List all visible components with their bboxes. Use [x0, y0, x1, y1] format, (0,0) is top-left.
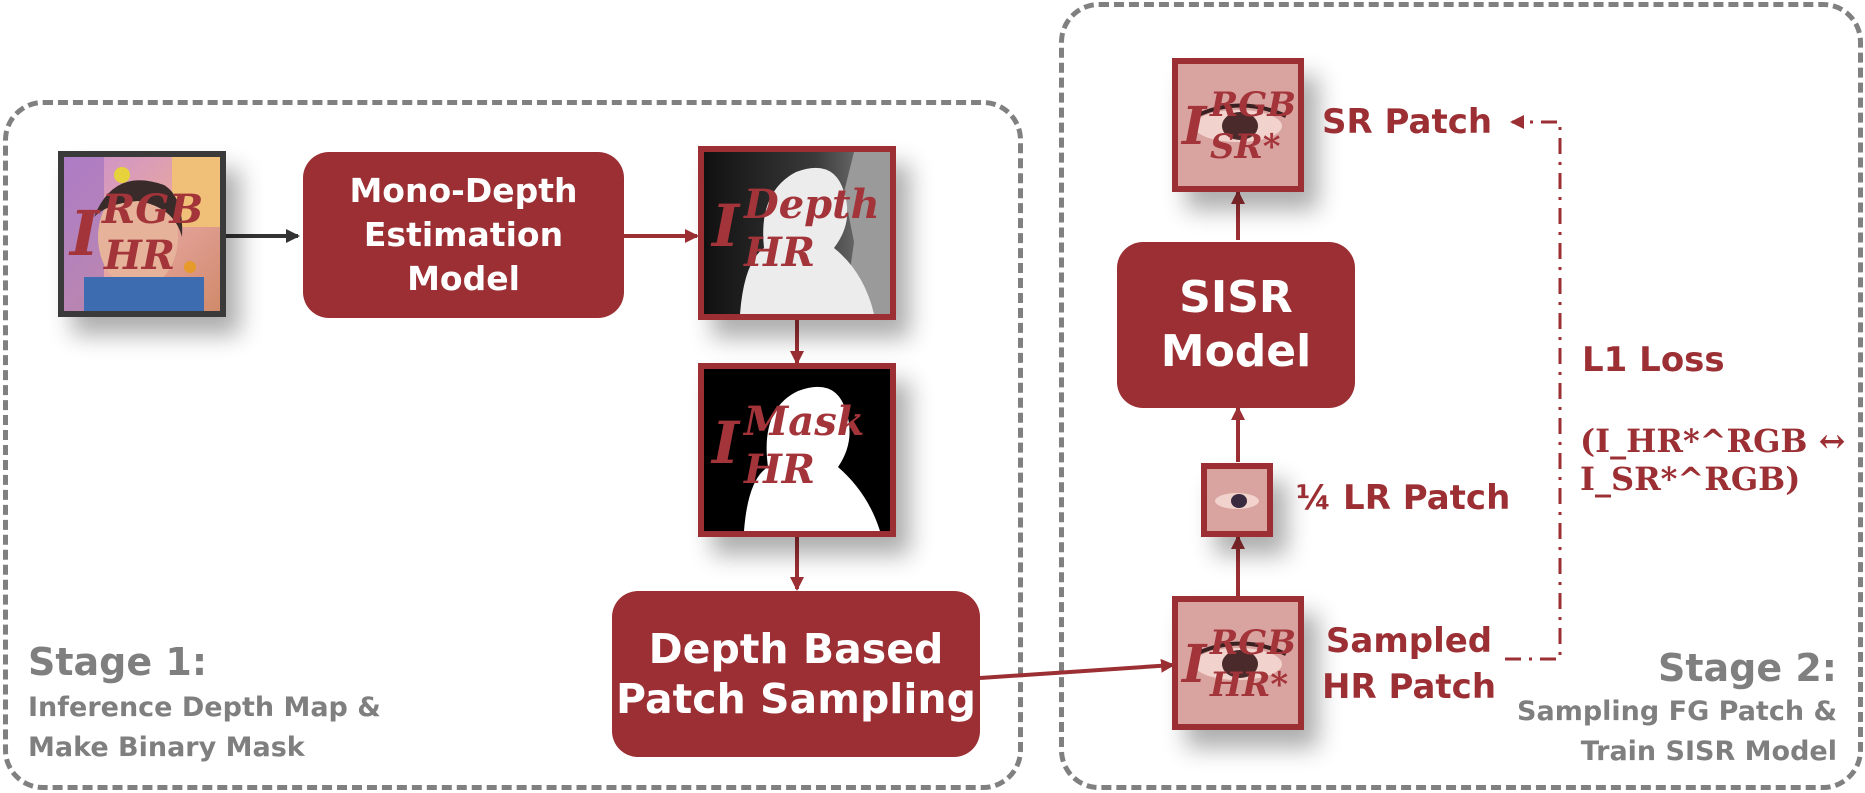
sisr-model-label: SISR Model: [1160, 272, 1312, 377]
svg-text:I: I: [1180, 634, 1208, 695]
svg-text:I: I: [68, 197, 101, 270]
l1-loss-formula: (I_HR*^RGB ↔ I_SR*^RGB): [1580, 384, 1865, 498]
svg-text:SR*: SR*: [1210, 127, 1281, 167]
l1-formula-text: (I_HR*^RGB ↔ I_SR*^RGB): [1580, 422, 1846, 498]
stage2-title: Stage 2:: [1657, 646, 1837, 690]
stage1-container: [3, 100, 1023, 790]
svg-text:RGB: RGB: [101, 186, 203, 233]
sr-symbol: I RGB SR*: [1180, 85, 1296, 167]
loss-dashdot-path: [1505, 115, 1562, 661]
stage2-desc-line2: Train SISR Model: [1580, 736, 1837, 767]
stage1-desc-line1: Inference Depth Map &: [28, 692, 381, 723]
svg-text:Mask: Mask: [742, 398, 864, 445]
svg-text:RGB: RGB: [1209, 85, 1296, 125]
arrow-sampling-to-hr: [979, 658, 1175, 680]
sr-patch-label: SR Patch: [1322, 102, 1493, 142]
input-rgb-image: I RGB HR: [58, 151, 226, 317]
sisr-model-box: SISR Model: [1117, 242, 1355, 408]
svg-text:I: I: [710, 192, 741, 260]
lr-patch-label: ¼ LR Patch: [1296, 478, 1511, 518]
svg-text:I: I: [1180, 96, 1208, 157]
sampled-hr-patch-label: Sampled HR Patch: [1322, 621, 1497, 707]
mask-map-image: I Mask HR: [698, 363, 896, 537]
svg-text:Depth: Depth: [743, 181, 880, 228]
stage1-title: Stage 1:: [28, 640, 208, 684]
input-symbol: I RGB HR: [68, 186, 203, 279]
mask-symbol: I Mask HR: [710, 398, 864, 493]
svg-text:I: I: [710, 409, 741, 477]
l1-loss-label: L1 Loss: [1582, 340, 1725, 380]
svg-text:HR: HR: [743, 446, 815, 493]
patch-sampling-box: Depth Based Patch Sampling: [612, 591, 980, 757]
patch-sampling-label: Depth Based Patch Sampling: [616, 625, 976, 723]
sr-patch-image: I RGB SR*: [1172, 58, 1304, 192]
depth-symbol: I Depth HR: [710, 181, 880, 276]
svg-text:HR*: HR*: [1209, 665, 1288, 705]
stage2-desc-line1: Sampling FG Patch &: [1517, 696, 1837, 727]
mono-depth-model-box: Mono-Depth Estimation Model: [303, 152, 624, 318]
hr-symbol: I RGB HR*: [1180, 623, 1296, 705]
hr-patch-image: I RGB HR*: [1172, 596, 1304, 730]
svg-text:HR: HR: [103, 232, 175, 279]
stage1-desc-line2: Make Binary Mask: [28, 732, 305, 763]
depth-map-image: I Depth HR: [698, 146, 896, 320]
stage2-container: [1059, 2, 1863, 790]
svg-text:HR: HR: [743, 229, 815, 276]
mono-depth-model-label: Mono-Depth Estimation Model: [349, 171, 578, 298]
lr-patch-image: [1201, 463, 1273, 537]
svg-text:RGB: RGB: [1209, 623, 1296, 663]
